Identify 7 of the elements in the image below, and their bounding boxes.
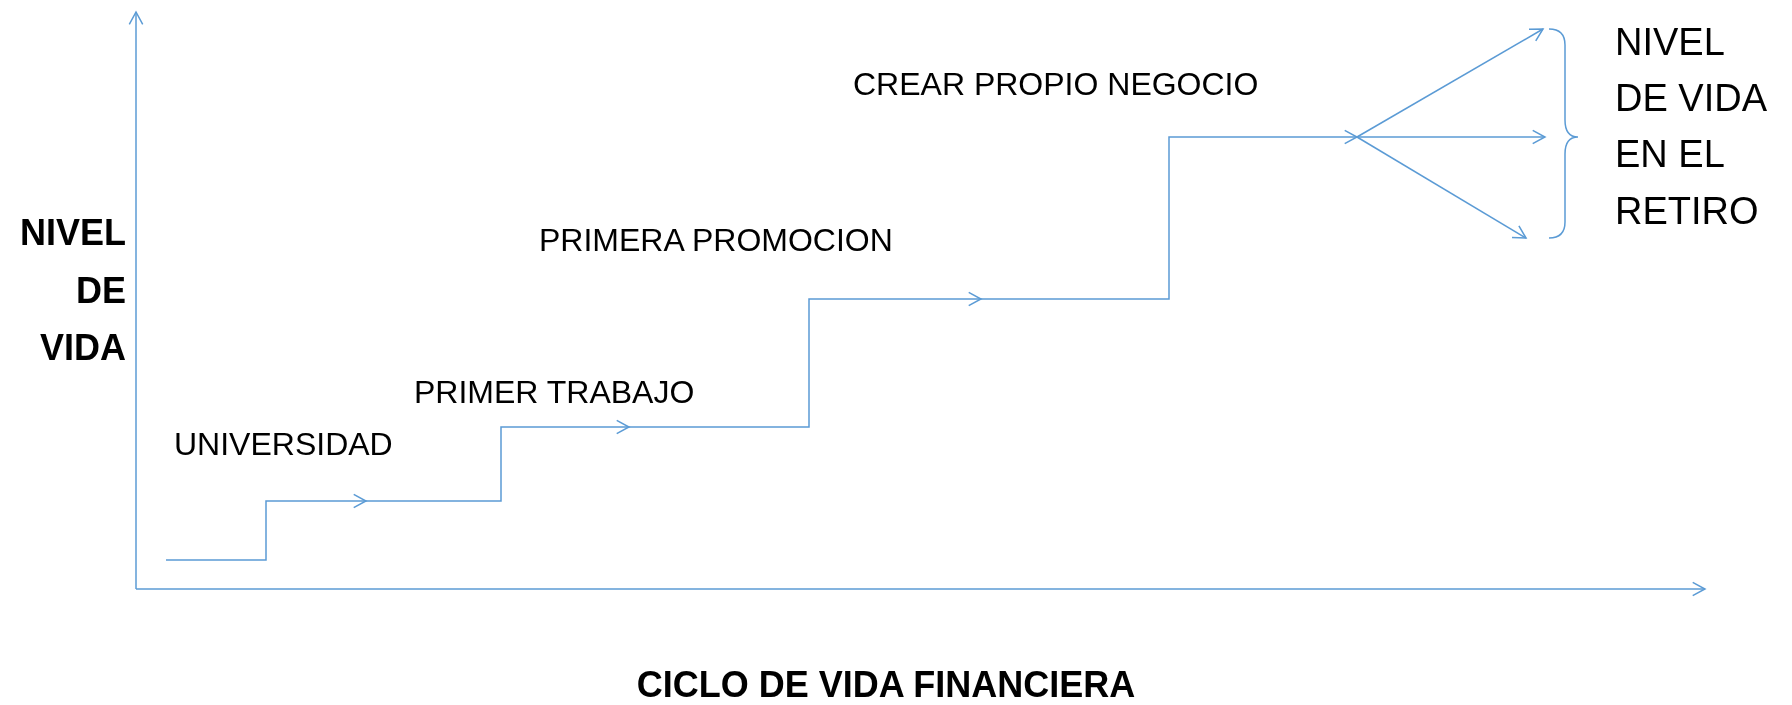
- stage-label: UNIVERSIDAD: [174, 426, 394, 463]
- y-axis-label: NIVEL DE VIDA: [19, 211, 126, 371]
- bracket-label: NIVEL DE VIDA EN EL RETIRO: [1615, 20, 1767, 234]
- stage-label: PRIMER TRABAJO: [414, 374, 696, 411]
- stage-label: PRIMERA PROMOCION: [539, 222, 894, 259]
- x-axis-label: CICLO DE VIDA FINANCIERA: [635, 664, 1137, 705]
- stage-label: CREAR PROPIO NEGOCIO: [853, 66, 1260, 103]
